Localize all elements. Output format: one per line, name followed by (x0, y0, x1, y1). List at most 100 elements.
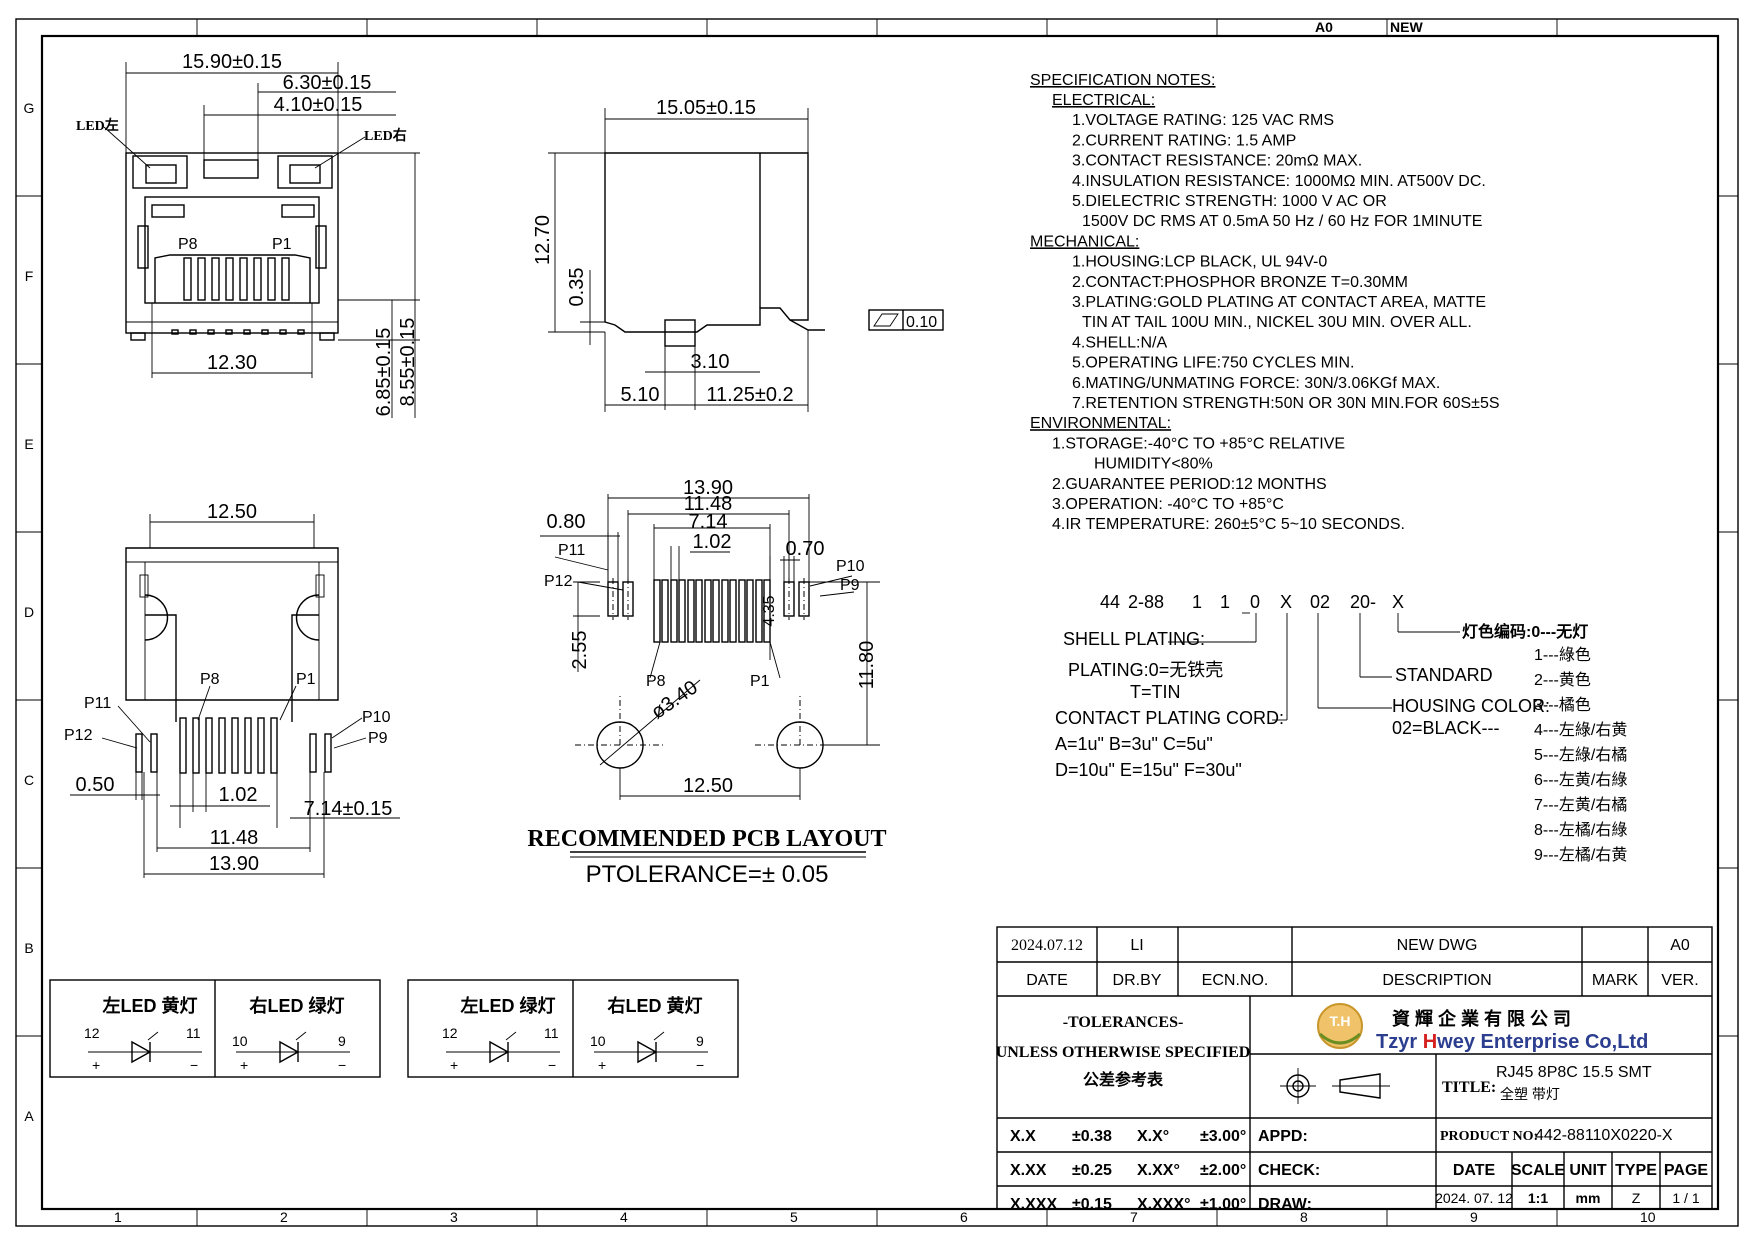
h2-page: PAGE (1664, 1162, 1708, 1179)
diode-icon (594, 1031, 708, 1064)
pcb-dim-11-48: 11.48 (684, 493, 733, 515)
tolerance-cell-a: X.XXX (1010, 1196, 1057, 1213)
spec-note-line: 4.SHELL:N/A (1072, 334, 1167, 351)
v-date: 2024. 07. 12 (1435, 1190, 1513, 1206)
pcb-layout: 13.90 11.48 7.14 1.02 0.80 0.70 4.35 2.5… (527, 477, 886, 888)
spec-note-line: 3.OPERATION: -40°C TO +85°C (1052, 496, 1284, 513)
zone-bottom-6: 6 (960, 1209, 968, 1225)
spec-note-line: MECHANICAL: (1030, 233, 1139, 250)
pin-p8-label: P8 (178, 236, 198, 253)
spec-note-line: 2.GUARANTEE PERIOD:12 MONTHS (1052, 476, 1327, 493)
dim-15-05: 15.05±0.15 (656, 97, 756, 119)
tolerance-cell-b: X.X° (1137, 1128, 1169, 1145)
dim-4-10: 4.10±0.15 (274, 94, 363, 116)
rev-header-status: NEW (1390, 19, 1423, 35)
dim-6-30: 6.30±0.15 (283, 72, 372, 94)
product-no-label: PRODUCT NO: (1440, 1129, 1538, 1144)
part-code: 44 2-88 1 1 0 X 02 20- X SHELL PLATING: … (1055, 592, 1627, 864)
zone-left-a: A (24, 1108, 34, 1124)
spec-note-line: 7.RETENTION STRENGTH:50N OR 30N MIN.FOR … (1072, 395, 1500, 412)
title-line-2: 全塑 带灯 (1500, 1086, 1560, 1102)
led-box-2-pin-b2: 9 (696, 1033, 704, 1049)
tolerance-cell-a: X.X (1010, 1128, 1036, 1145)
spec-notes-title: SPECIFICATION NOTES: (1030, 72, 1216, 89)
pcb-pin-p1: P1 (750, 673, 770, 690)
led-code-6: 6---左黄/右綠 (1534, 771, 1627, 789)
v-type: Z (1632, 1190, 1641, 1206)
company-name-cn: 資 輝 企 業 有 限 公 司 (1392, 1008, 1571, 1029)
led-box-1-minus-a: − (190, 1057, 198, 1073)
pcb-pin-p10: P10 (836, 558, 865, 575)
spec-note-line: 6.MATING/UNMATING FORCE: 30N/3.06KGf MAX… (1072, 375, 1440, 392)
spec-note-line: 4.INSULATION RESISTANCE: 1000MΩ MIN. AT5… (1072, 173, 1486, 190)
led-code-8: 8---左橘/右綠 (1534, 821, 1627, 839)
led-box-2-minus-a: − (548, 1057, 556, 1073)
tolerance-cell-av: ±0.25 (1072, 1162, 1112, 1179)
pcb-pin-p8: P8 (646, 673, 666, 690)
led-box-2-pin-b1: 10 (590, 1033, 606, 1049)
spec-note-line: ELECTRICAL: (1052, 92, 1155, 109)
header-date: DATE (1026, 972, 1067, 989)
pcb-pin-p12: P12 (544, 573, 573, 590)
led-box-2-pin-a2: 11 (544, 1025, 559, 1041)
spec-note-line: ENVIRONMENTAL: (1030, 415, 1171, 432)
spec-notes: SPECIFICATION NOTES: ELECTRICAL: 1.VOLTAG… (1030, 72, 1500, 533)
dim-11-48-bottom: 11.48 (210, 827, 259, 849)
company-name-en: Tzyr Hwey Enterprise Co,Ltd (1376, 1031, 1648, 1053)
spec-note-line: 1.VOLTAGE RATING: 125 VAC RMS (1072, 112, 1334, 129)
code-seg-3: 1 (1220, 592, 1230, 612)
tolerance-cell-av: ±0.38 (1072, 1128, 1112, 1145)
contact-options-1: A=1u" B=3u" C=5u" (1055, 734, 1213, 754)
projection-symbol-icon (1280, 1068, 1390, 1104)
shell-plating-label: SHELL PLATING: (1063, 629, 1205, 649)
zone-bottom-4: 4 (620, 1209, 628, 1225)
bottom-pin-p1: P1 (296, 671, 316, 688)
zone-left-b: B (24, 940, 33, 956)
zone-left-f: F (25, 268, 34, 284)
dim-0-50: 0.50 (76, 774, 115, 796)
contact-plating-label: CONTACT PLATING CORD: (1055, 708, 1284, 728)
tolerance-cell-a: X.XX (1010, 1162, 1047, 1179)
led-code-7: 7---左黄/右橘 (1534, 796, 1627, 814)
spec-note-line: TIN AT TAIL 100U MIN., NICKEL 30U MIN. O… (1082, 314, 1472, 331)
led-box-2-pin-a1: 12 (442, 1025, 458, 1041)
spec-note-line: 5.OPERATING LIFE:750 CYCLES MIN. (1072, 355, 1354, 372)
code-seg-7: 20- (1350, 592, 1376, 612)
header-ver: VER. (1661, 972, 1698, 989)
dim-11-25: 11.25±0.2 (706, 384, 793, 406)
bottom-pin-p8: P8 (200, 671, 220, 688)
v-unit: mm (1576, 1190, 1601, 1206)
led-box-1-right-label: 右LED 绿灯 (249, 995, 344, 1016)
zone-bottom-7: 7 (1130, 1209, 1138, 1225)
pcb-dim-2-55: 2.55 (569, 631, 591, 670)
header-description: DESCRIPTION (1382, 972, 1491, 989)
zone-left-g: G (24, 100, 35, 116)
pcb-dim-12-50: 12.50 (683, 775, 733, 797)
pcb-pin-p9: P9 (840, 577, 860, 594)
dim-7-14: 7.14±0.15 (304, 798, 393, 820)
tolerance-cn: 公差参考表 (1083, 1070, 1164, 1089)
pcb-layout-title: RECOMMENDED PCB LAYOUT (527, 826, 886, 852)
sheet-border: 1 2 3 4 5 6 7 8 9 10 G F E D C B A A0 NE… (15, 18, 1739, 1227)
spec-note-line: 3.CONTACT RESISTANCE: 20mΩ MAX. (1072, 153, 1362, 170)
bottom-pin-p11: P11 (84, 695, 111, 712)
tolerance-cell-c: DRAW: (1258, 1196, 1312, 1213)
dim-12-30: 12.30 (207, 352, 257, 374)
flatness-value: 0.10 (906, 314, 937, 331)
spec-note-line: 2.CURRENT RATING: 1.5 AMP (1072, 132, 1296, 149)
company-logo-text: T.H (1330, 1013, 1351, 1029)
led-box-1-plus-a: + (92, 1057, 100, 1073)
pcb-tolerance: PTOLERANCE=± 0.05 (586, 861, 829, 888)
rev-by: LI (1130, 937, 1143, 954)
zone-left-d: D (24, 604, 34, 620)
led-box-2-plus-b: + (598, 1057, 606, 1073)
led-box-1: 左LED 黄灯 右LED 绿灯 12 11 10 9 + − + − (49, 979, 381, 1078)
header-ecn: ECN.NO. (1202, 972, 1269, 989)
bottom-view: 12.50 0.50 1.02 7.14±0.15 11.48 13.90 P8… (64, 501, 400, 878)
company-logo: T.H (1317, 1003, 1363, 1049)
led-code-1: 1---綠色 (1534, 646, 1591, 664)
dim-3-10: 3.10 (691, 351, 730, 373)
code-seg-0: 44 (1100, 592, 1120, 612)
dim-15-90: 15.90±0.15 (182, 51, 282, 73)
